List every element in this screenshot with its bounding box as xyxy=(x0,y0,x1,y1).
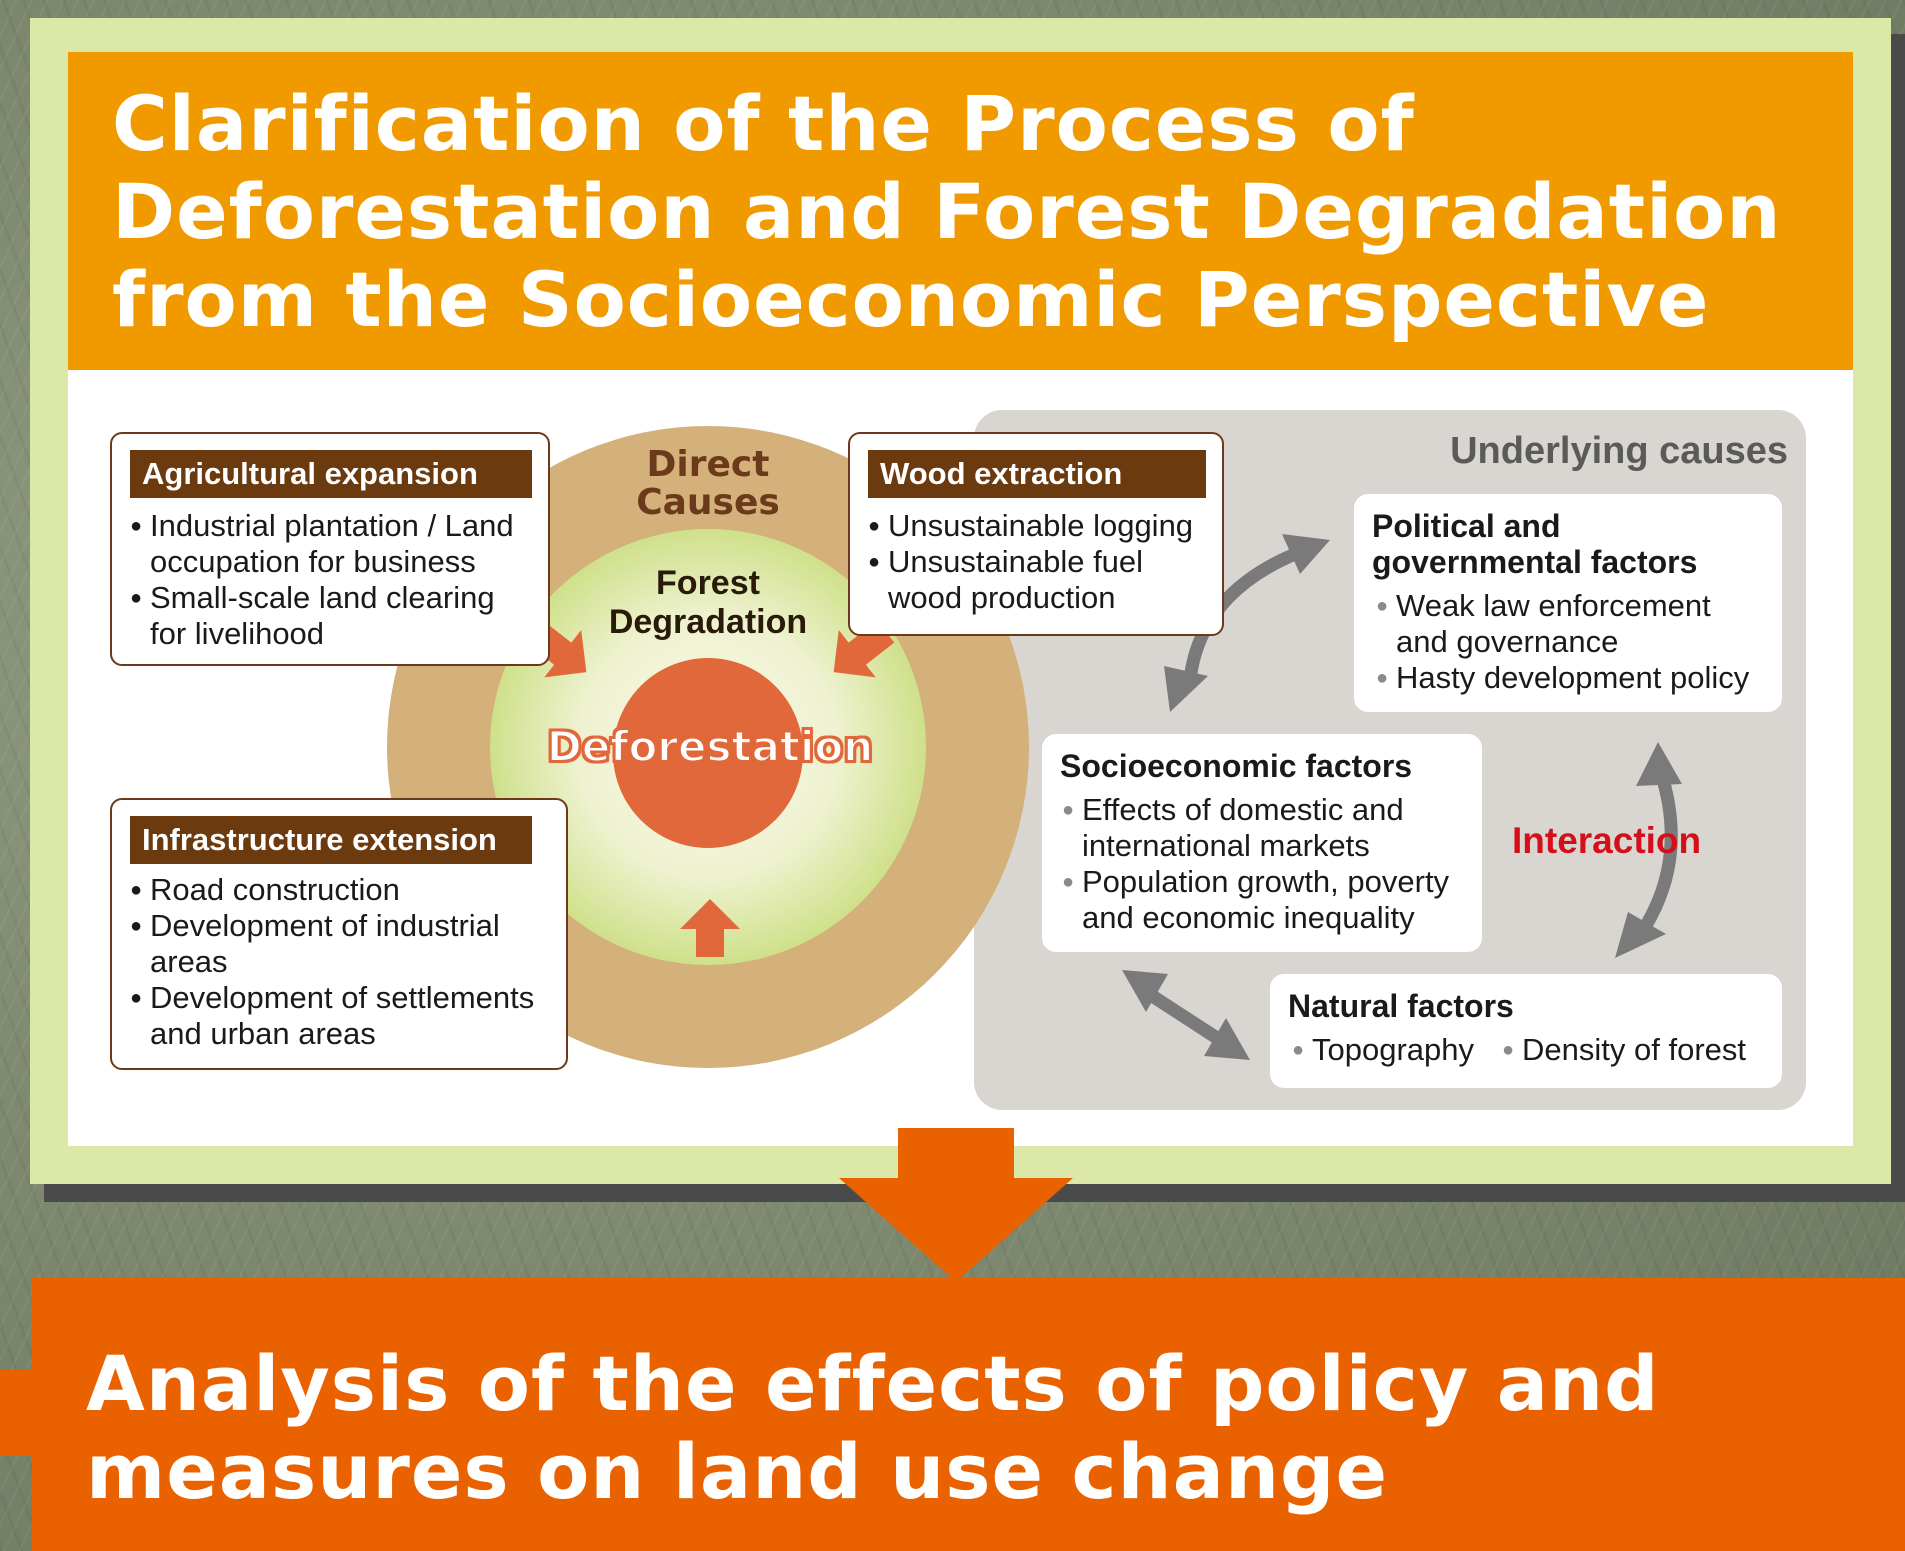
item-line: wood production xyxy=(888,580,1116,615)
arrowhead-natural-left-icon xyxy=(1204,1018,1250,1060)
arrowhead-socio-lower-icon xyxy=(1122,970,1168,1012)
wood-extraction-box: Wood extraction Unsustainable logging Un… xyxy=(848,432,1224,636)
direct-causes-line1: Direct xyxy=(646,444,770,485)
arrow-political-natural-icon xyxy=(1634,767,1678,939)
agricultural-expansion-heading: Agricultural expansion xyxy=(130,450,532,498)
item-line: and governance xyxy=(1396,624,1619,659)
infrastructure-extension-list: Road construction Development of industr… xyxy=(130,872,570,1052)
item-line: occupation for business xyxy=(150,544,476,579)
arrow-from-infrastructure-icon xyxy=(680,899,740,957)
political-factors-heading: Political and governmental factors xyxy=(1372,508,1772,580)
socioeconomic-factors-heading: Socioeconomic factors xyxy=(1060,748,1413,784)
item-line: Hasty development policy xyxy=(1396,660,1750,695)
interaction-label: Interaction xyxy=(1512,820,1702,861)
heading-line: Political and xyxy=(1372,508,1561,544)
direct-causes-line2: Causes xyxy=(636,482,780,523)
deforestation-label: Deforestation xyxy=(546,721,874,772)
item-line: areas xyxy=(150,944,228,979)
natural-factors-box: Natural factors Topography Density of fo… xyxy=(1270,974,1782,1088)
list-item: Hasty development policy xyxy=(1376,660,1786,696)
item-line: Unsustainable logging xyxy=(888,508,1194,543)
list-item: Topography xyxy=(1292,1032,1474,1068)
deforestation-circle xyxy=(613,658,803,848)
arrowhead-political-lower-icon xyxy=(1636,742,1682,786)
page-title: Clarification of the Process of Deforest… xyxy=(112,79,1782,344)
outcome-bar xyxy=(32,1278,1905,1551)
forest-degradation-line1: Forest xyxy=(656,564,760,602)
item-line: international markets xyxy=(1082,828,1370,863)
down-arrow-icon xyxy=(839,1128,1073,1282)
list-item: Unsustainable logging xyxy=(868,508,1228,544)
item-line: for livelihood xyxy=(150,616,325,651)
item-line: and economic inequality xyxy=(1082,900,1415,935)
heading-line: governmental factors xyxy=(1372,544,1698,580)
direct-causes-label: Direct Causes xyxy=(610,446,806,522)
list-item: Density of forest xyxy=(1502,1032,1746,1068)
forest-degradation-label: Forest Degradation xyxy=(580,564,836,642)
natural-factors-list: Topography Density of forest xyxy=(1292,1032,1782,1068)
arrowhead-political-icon xyxy=(1282,534,1330,574)
agricultural-expansion-box: Agricultural expansion Industrial planta… xyxy=(110,432,550,666)
item-line: Weak law enforcement xyxy=(1396,588,1711,623)
list-item: Road construction xyxy=(130,872,570,908)
outcome-text: Analysis of the effects of policy and me… xyxy=(86,1339,1660,1516)
socioeconomic-factors-box: Socioeconomic factors Effects of domesti… xyxy=(1042,734,1482,952)
arrowhead-socioeconomic-icon xyxy=(1164,666,1208,712)
item-line: Development of settlements xyxy=(150,980,535,1015)
item-line: Population growth, poverty xyxy=(1082,864,1450,899)
underlying-causes-title: Underlying causes xyxy=(1450,430,1788,472)
item-line: Effects of domestic and xyxy=(1082,792,1404,827)
infrastructure-extension-box: Infrastructure extension Road constructi… xyxy=(110,798,568,1070)
infrastructure-extension-heading: Infrastructure extension xyxy=(130,816,532,864)
forest-degradation-line2: Degradation xyxy=(608,603,808,641)
natural-factors-heading: Natural factors xyxy=(1288,988,1514,1024)
item-line: Small-scale land clearing xyxy=(150,580,495,615)
political-factors-box: Political and governmental factors Weak … xyxy=(1354,494,1782,712)
wood-extraction-list: Unsustainable logging Unsustainable fuel… xyxy=(868,508,1228,616)
item-line: Unsustainable fuel xyxy=(888,544,1144,579)
title-bar xyxy=(68,52,1853,370)
item-line: Development of industrial xyxy=(150,908,500,943)
wood-extraction-heading: Wood extraction xyxy=(868,450,1206,498)
item-line: Road construction xyxy=(150,872,400,907)
arrowhead-natural-upper-icon xyxy=(1615,912,1666,958)
item-line: and urban areas xyxy=(150,1016,376,1051)
item-line: Industrial plantation / Land xyxy=(150,508,514,543)
